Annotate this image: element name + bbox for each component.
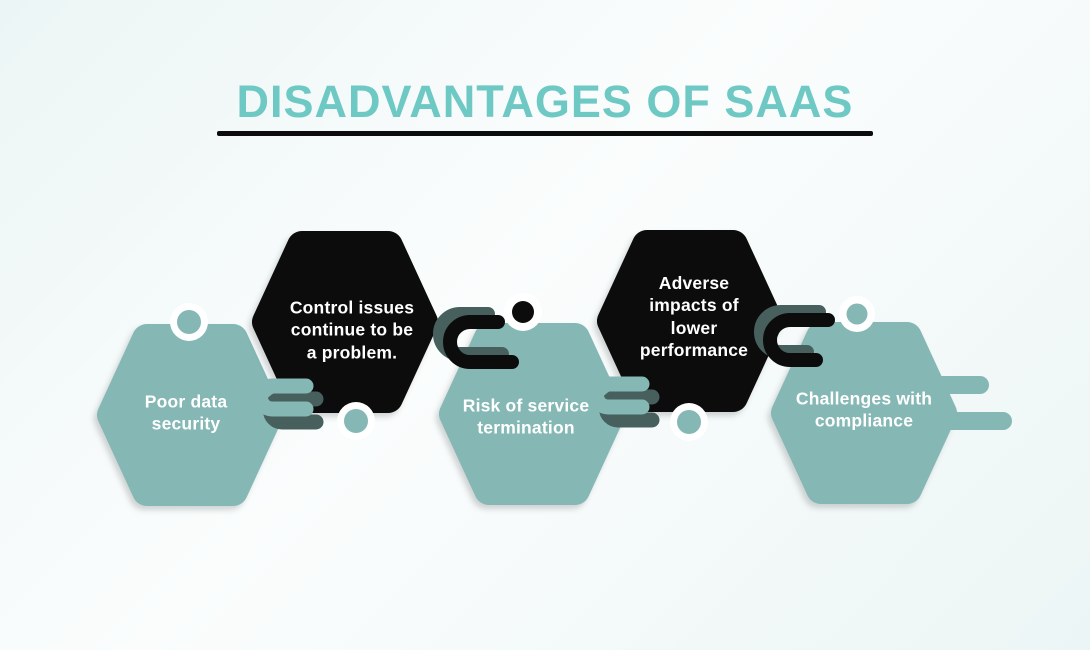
node-dot-5	[846, 303, 868, 325]
connector-4	[763, 313, 835, 367]
node-dot-3	[512, 301, 534, 323]
hexagon-label-3: Risk of service termination	[462, 395, 590, 438]
page-title: DISADVANTAGES OF SAAS	[236, 76, 854, 127]
connector-3	[589, 376, 650, 415]
hexagon-label-1: Poor data security	[144, 391, 228, 434]
connector-5	[903, 376, 1012, 430]
hexagon-label-5: Challenges with compliance	[795, 388, 933, 431]
node-dot-4	[677, 410, 701, 434]
hexagon-label-2: Control issues continue to be a problem.	[289, 297, 415, 363]
connector-1	[253, 378, 314, 417]
hexagon-label-4: Adverse impacts of lower performance	[639, 273, 749, 361]
connector-2	[443, 315, 519, 369]
title-underline	[217, 131, 873, 136]
node-dot-1	[177, 310, 201, 334]
node-dot-2	[344, 409, 368, 433]
